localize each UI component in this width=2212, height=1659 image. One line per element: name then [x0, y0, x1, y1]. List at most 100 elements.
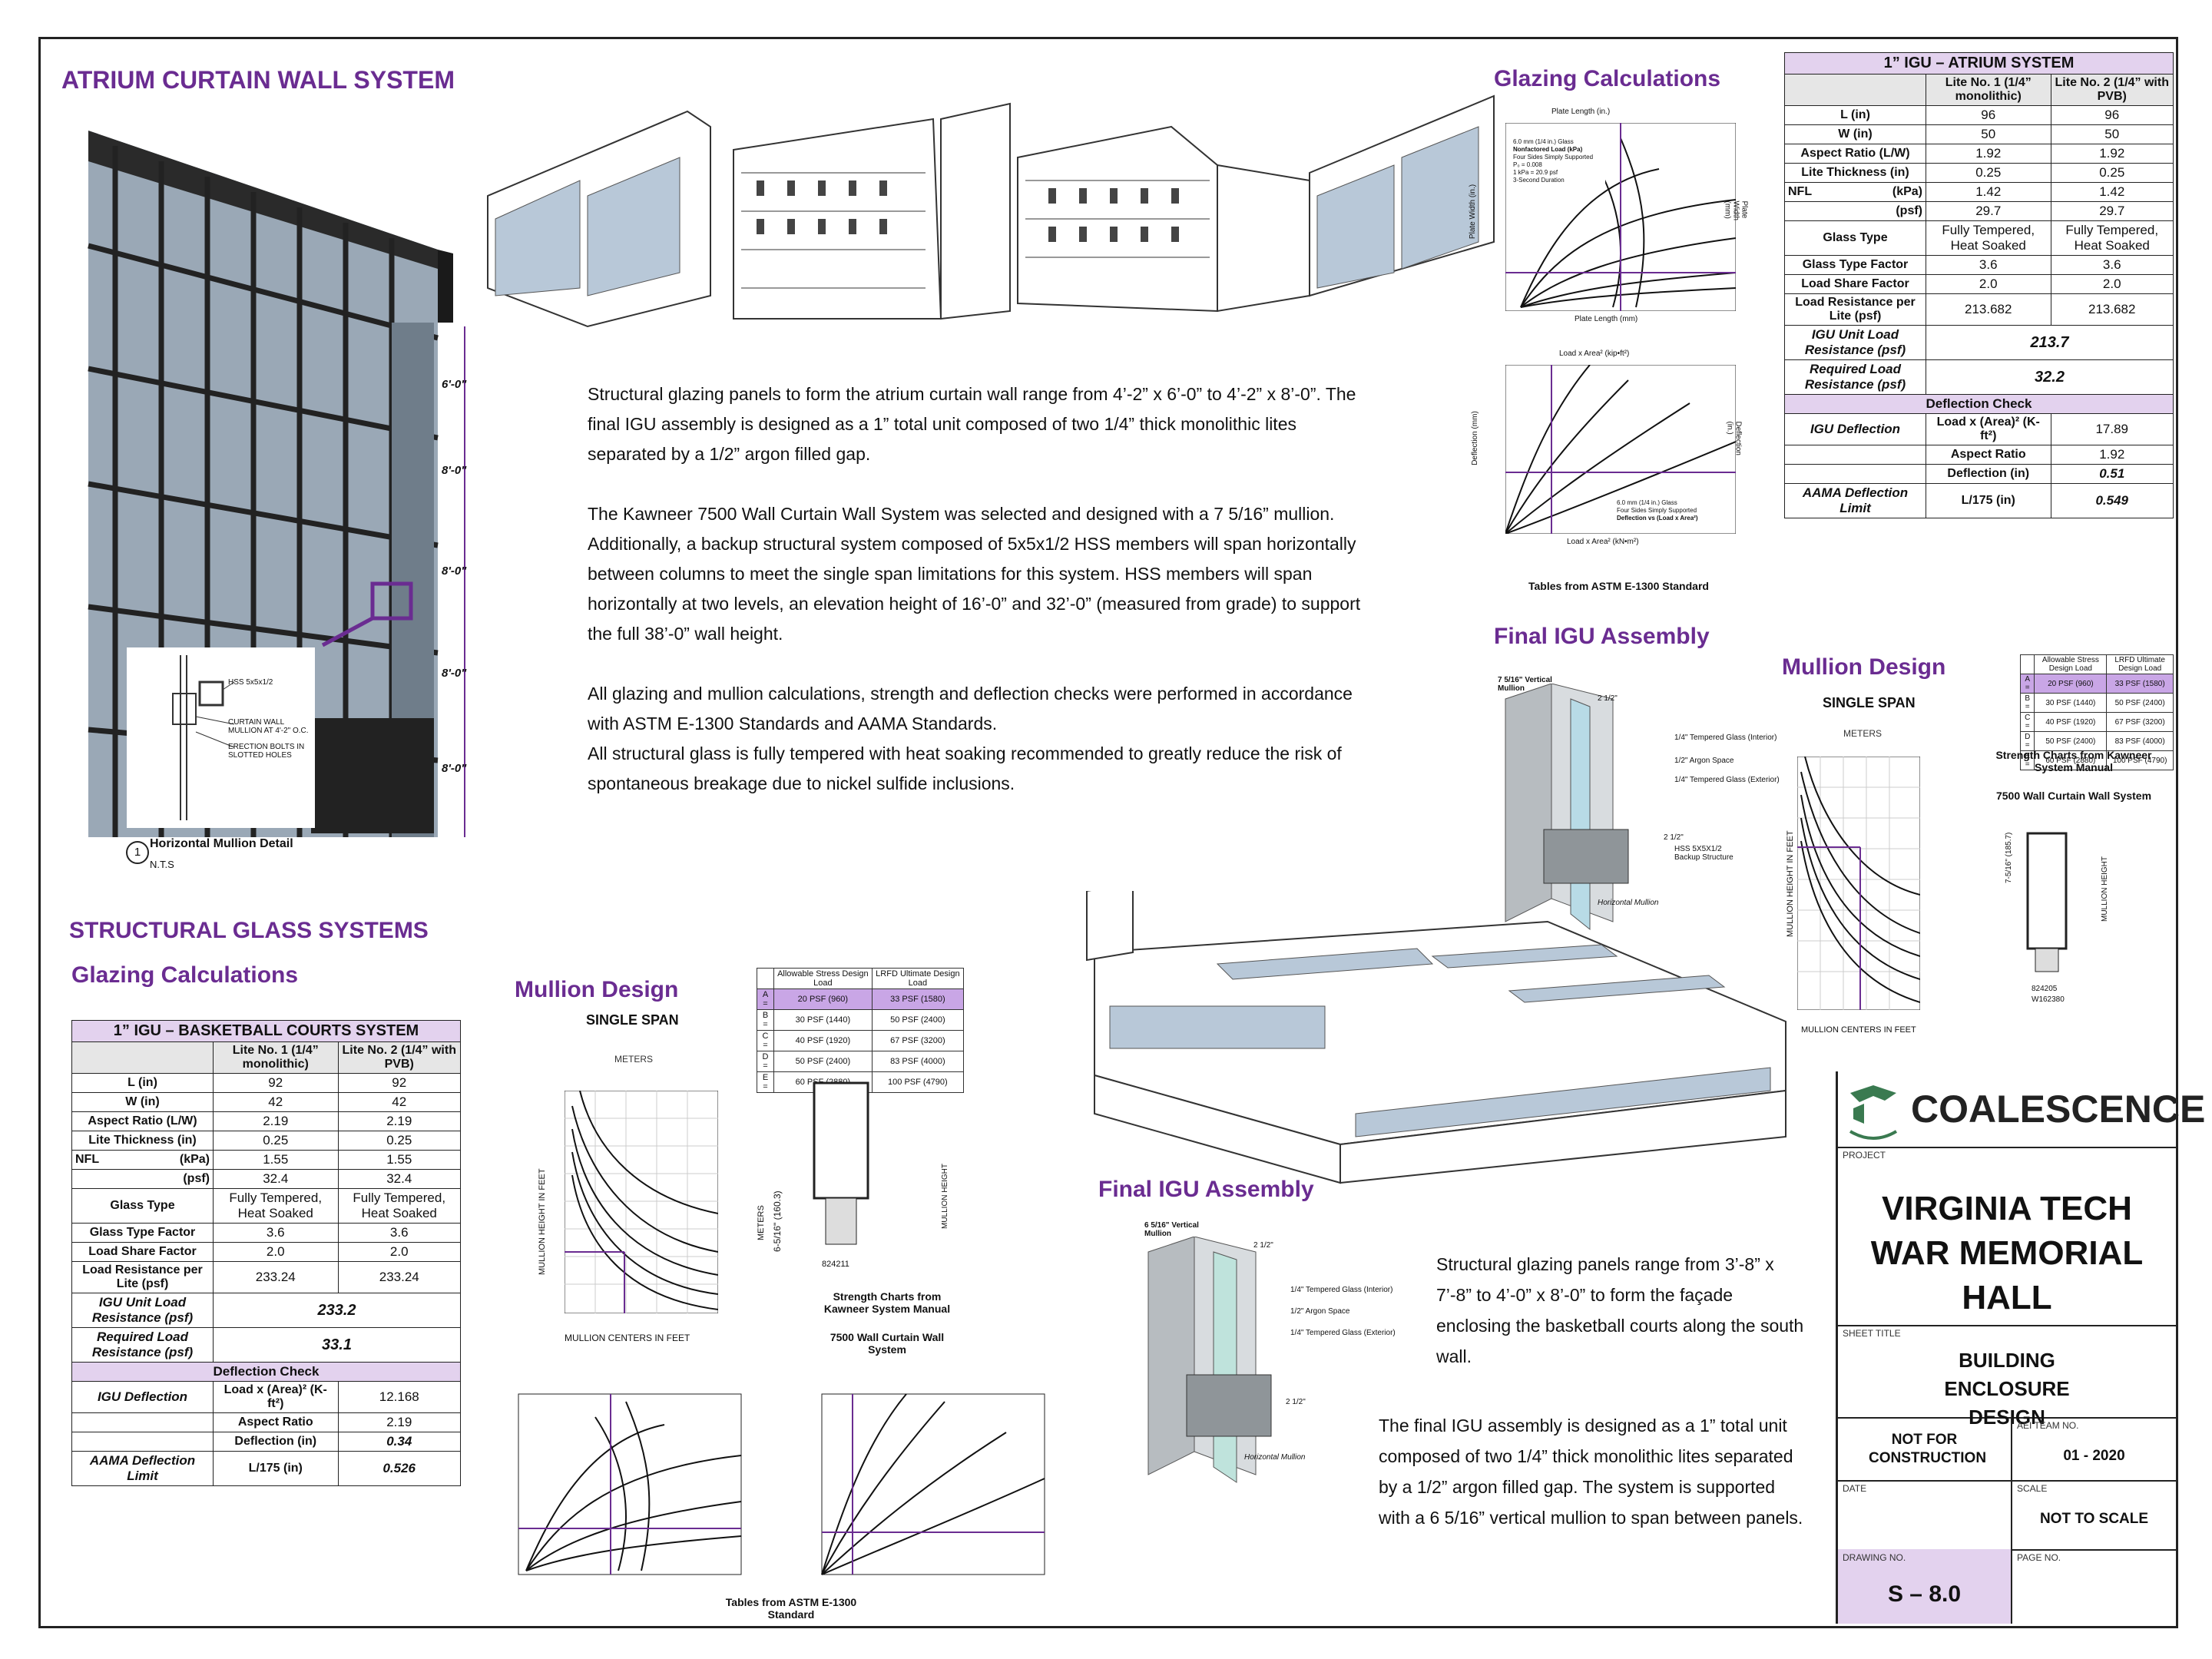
row-label: Required Load Resistance (psf): [1784, 359, 1926, 395]
glazing-top-title: Glazing Calculations: [1494, 66, 1721, 91]
row-label: Load Resistance per Lite (psf): [71, 1261, 214, 1293]
load-key: B =: [2019, 693, 2035, 713]
row-label: W (in): [71, 1092, 214, 1112]
cell: 2.19: [213, 1111, 339, 1131]
cell: 2.0: [213, 1242, 339, 1262]
mullion-chart-left: [565, 1091, 718, 1313]
cell: 0.25: [2050, 163, 2174, 183]
col-header: Lite No. 1 (1/4” monolithic): [1926, 74, 2051, 106]
row-label: Lite Thickness (in): [71, 1131, 214, 1151]
scale-label: SCALE: [2017, 1483, 2048, 1494]
cell: 33.1: [213, 1327, 461, 1363]
legend-line: Nonfactored Load (kPa): [1513, 146, 1583, 153]
kpa-label: (kPa): [1892, 185, 1922, 198]
igu-label: 1/4" Tempered Glass (Exterior): [1290, 1329, 1396, 1337]
final-igu-bottom-title: Final IGU Assembly: [1098, 1177, 1314, 1202]
row-label: Aspect Ratio: [1926, 445, 2051, 465]
mullion-right-part: 824205: [2032, 985, 2058, 993]
nfl-label-cell: NFL (kPa): [71, 1150, 214, 1170]
intro-p4: All structural glass is fully tempered w…: [588, 743, 1342, 793]
cell: 32.4: [337, 1169, 461, 1189]
cell: 96: [1926, 105, 2051, 125]
page-label: PAGE NO.: [2017, 1552, 2061, 1563]
mullion-right-caption2: 7500 Wall Curtain Wall System: [1995, 790, 2152, 802]
nfl-label: NFL: [75, 1153, 100, 1166]
logo-cell: COALESCENCE: [1838, 1071, 2205, 1148]
cell: 0.549: [2050, 483, 2174, 518]
cell: 32.4: [213, 1169, 339, 1189]
load-asd: 50 PSF (2400): [2034, 731, 2108, 751]
mullion-left-dim: 6-5/16" (160.3): [772, 1190, 783, 1252]
detail-label-bolts: ERECTION BOLTS IN SLOTTED HOLES: [228, 743, 305, 760]
defl-bottom-label: Load x Area² (kN•m²): [1567, 538, 1639, 546]
row-label: Deflection (in): [213, 1432, 339, 1452]
nfl-chart-bottom: [518, 1393, 742, 1575]
team-cell: AEI TEAM NO. 01 - 2020: [2012, 1417, 2176, 1482]
mullion-left-height: MULLION HEIGHT: [941, 1163, 949, 1229]
row-label: L/175 (in): [213, 1451, 339, 1486]
cell: 2.0: [337, 1242, 461, 1262]
defl-left-label: Deflection (mm): [1470, 411, 1479, 465]
cell: 3.6: [337, 1223, 461, 1243]
mullion-left-caption2: 7500 Wall Curtain Wall System: [830, 1331, 945, 1356]
load-key: D =: [2019, 731, 2035, 751]
cell: 0.51: [2050, 464, 2174, 484]
cell: 1.42: [2050, 182, 2174, 202]
row-label: Load x (Area)² (K-ft²): [213, 1381, 339, 1413]
nfl-label-cell: NFL(kPa): [1784, 182, 1926, 202]
load-key: A =: [757, 988, 774, 1010]
legend-line: Four Sides Simply Supported: [1617, 507, 1697, 514]
drawing-label: DRAWING NO.: [1843, 1552, 1906, 1563]
kpa-label: (kPa): [179, 1153, 210, 1166]
cell: 1.92: [2050, 445, 2174, 465]
cell: 2.19: [337, 1412, 461, 1432]
row-label: IGU Deflection: [1784, 413, 1926, 445]
legend-line: P₀ = 0.008: [1513, 161, 1542, 168]
mullion-right-height: MULLION HEIGHT: [2101, 856, 2109, 922]
legend-line: 3-Second Duration: [1513, 177, 1565, 184]
row-label: AAMA Deflection Limit: [71, 1451, 214, 1486]
sheet-title: BUILDING ENCLOSURE DESIGN: [1944, 1349, 2070, 1429]
detail-title: Horizontal Mullion Detail: [150, 837, 293, 850]
sheet-title-label: SHEET TITLE: [1843, 1328, 1901, 1339]
intro-p3: All glazing and mullion calculations, st…: [588, 684, 1353, 733]
cell: 1.55: [213, 1150, 339, 1170]
legend-line: Four Sides Simply Supported: [1513, 154, 1594, 161]
load-asd: 50 PSF (2400): [773, 1051, 873, 1072]
cell: 32.2: [1926, 359, 2174, 395]
igu-label: 1/4" Tempered Glass (Interior): [1290, 1286, 1393, 1294]
dim-5: 8'-0": [442, 762, 467, 775]
nfl-left-label: Plate Width (in.): [1469, 184, 1478, 240]
load-asd: 20 PSF (960): [773, 988, 873, 1010]
intro-p1: Structural glazing panels to form the at…: [588, 384, 1356, 464]
psf-label: (psf): [71, 1169, 214, 1189]
load-lrfd: 50 PSF (2400): [2106, 693, 2174, 713]
row-label: Glass Type: [71, 1188, 214, 1224]
load-asd: 40 PSF (1920): [773, 1030, 873, 1051]
load-key: E =: [757, 1071, 774, 1093]
coalescence-logo-icon: [1849, 1085, 1898, 1140]
mullion-right-dim: 7-5/16" (185.7): [2005, 832, 2013, 883]
mullion-right-meters: METERS: [1843, 728, 1883, 739]
mullion-left-meters-label: METERS: [757, 1205, 766, 1240]
load-key: D =: [757, 1051, 774, 1072]
cell: 2.0: [2050, 274, 2174, 294]
igu-label: 7 5/16" Vertical Mullion: [1498, 676, 1552, 693]
cell: 0.25: [213, 1131, 339, 1151]
mullion-left-caption1: Strength Charts from Kawneer System Manu…: [823, 1290, 951, 1315]
cell: Fully Tempered, Heat Soaked: [337, 1188, 461, 1224]
deflection-chart-top: Load x Area² (kip•ft²) 6.0 mm (1/4 in.) …: [1471, 349, 1755, 561]
table-title: 1” IGU – BASKETBALL COURTS SYSTEM: [71, 1020, 461, 1042]
load-lrfd: 67 PSF (3200): [2106, 712, 2174, 732]
psf-label: (psf): [1784, 201, 1926, 221]
cell: 3.6: [1926, 255, 2051, 275]
detail-label-mullion: CURTAIN WALL MULLION AT 4'-2" O.C.: [228, 718, 309, 735]
igu-label: 2 1/2": [1286, 1398, 1306, 1406]
row-label: Required Load Resistance (psf): [71, 1327, 214, 1363]
row-label: IGU Deflection: [71, 1381, 214, 1413]
nfl-bottom-label: Plate Length (mm): [1575, 315, 1638, 323]
team-label: AEI TEAM NO.: [2017, 1420, 2079, 1431]
igu-label: Horizontal Mullion: [1598, 899, 1659, 907]
load-lrfd: 83 PSF (4000): [871, 1051, 965, 1072]
